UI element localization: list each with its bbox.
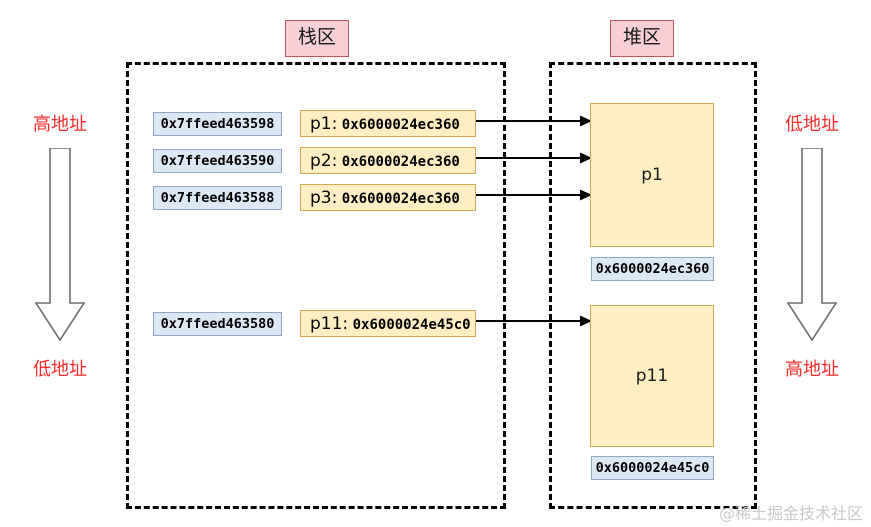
pointer-link-arrow-p2 bbox=[476, 152, 592, 164]
stack-pointer-value: 0x6000024ec360 bbox=[341, 117, 460, 133]
stack-pointer-name: p11: bbox=[310, 314, 349, 334]
stack-pointer-chip: p2: 0x6000024ec360 bbox=[300, 147, 476, 174]
left-axis-bottom-label: 低地址 bbox=[33, 359, 87, 380]
pointer-link-arrow-p11 bbox=[476, 315, 592, 327]
heap-region-container bbox=[549, 62, 757, 509]
watermark: @稀土掘金技术社区 bbox=[718, 504, 863, 523]
heap-region-badge: 堆区 bbox=[610, 20, 675, 57]
left-address-direction-arrow bbox=[34, 148, 86, 342]
stack-address-chip: 0x7ffeed463590 bbox=[153, 149, 282, 173]
stack-pointer-chip: p11: 0x6000024e45c0 bbox=[300, 310, 476, 337]
right-axis-bottom-label: 高地址 bbox=[785, 359, 839, 380]
left-axis-top-label: 高地址 bbox=[33, 114, 87, 135]
stack-pointer-chip: p3: 0x6000024ec360 bbox=[300, 184, 476, 211]
pointer-link-arrow-p1 bbox=[476, 115, 592, 127]
stack-pointer-name: p3: bbox=[310, 188, 338, 208]
stack-address-chip: 0x7ffeed463588 bbox=[153, 186, 282, 210]
stack-pointer-value: 0x6000024e45c0 bbox=[352, 317, 471, 333]
heap-block: p1 bbox=[590, 103, 714, 247]
stack-address-chip: 0x7ffeed463580 bbox=[153, 312, 282, 336]
pointer-link-arrow-p3 bbox=[476, 189, 592, 201]
right-axis-top-label: 低地址 bbox=[785, 114, 839, 135]
right-address-direction-arrow bbox=[786, 148, 838, 342]
stack-region-container bbox=[126, 62, 506, 509]
heap-block-address: 0x6000024ec360 bbox=[591, 257, 714, 281]
stack-pointer-name: p1: bbox=[310, 114, 338, 134]
stack-region-badge: 栈区 bbox=[285, 20, 350, 57]
stack-address-chip: 0x7ffeed463598 bbox=[153, 112, 282, 136]
stack-pointer-value: 0x6000024ec360 bbox=[341, 191, 460, 207]
stack-pointer-name: p2: bbox=[310, 151, 338, 171]
stack-pointer-chip: p1: 0x6000024ec360 bbox=[300, 110, 476, 137]
heap-block-address: 0x6000024e45c0 bbox=[591, 456, 714, 480]
heap-block: p11 bbox=[590, 305, 714, 447]
stack-pointer-value: 0x6000024ec360 bbox=[341, 154, 460, 170]
